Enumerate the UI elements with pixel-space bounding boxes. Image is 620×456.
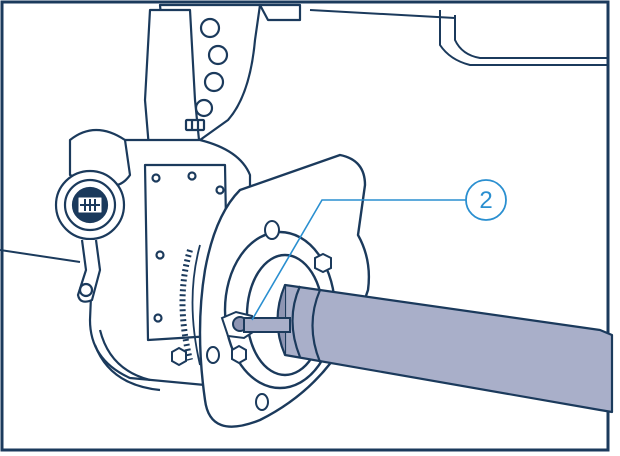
worm-gear <box>179 244 201 366</box>
slack-adjuster-arm <box>143 8 206 162</box>
camshaft <box>276 283 614 414</box>
callout-circle <box>465 179 507 221</box>
background-lines <box>0 9 608 263</box>
callout-number: 2 <box>479 187 492 214</box>
callout-leader-line <box>251 199 467 321</box>
adjusting-knob <box>54 128 132 303</box>
camshaft-nut <box>220 310 291 340</box>
flange-bolts <box>171 220 332 411</box>
image-frame <box>0 0 610 452</box>
